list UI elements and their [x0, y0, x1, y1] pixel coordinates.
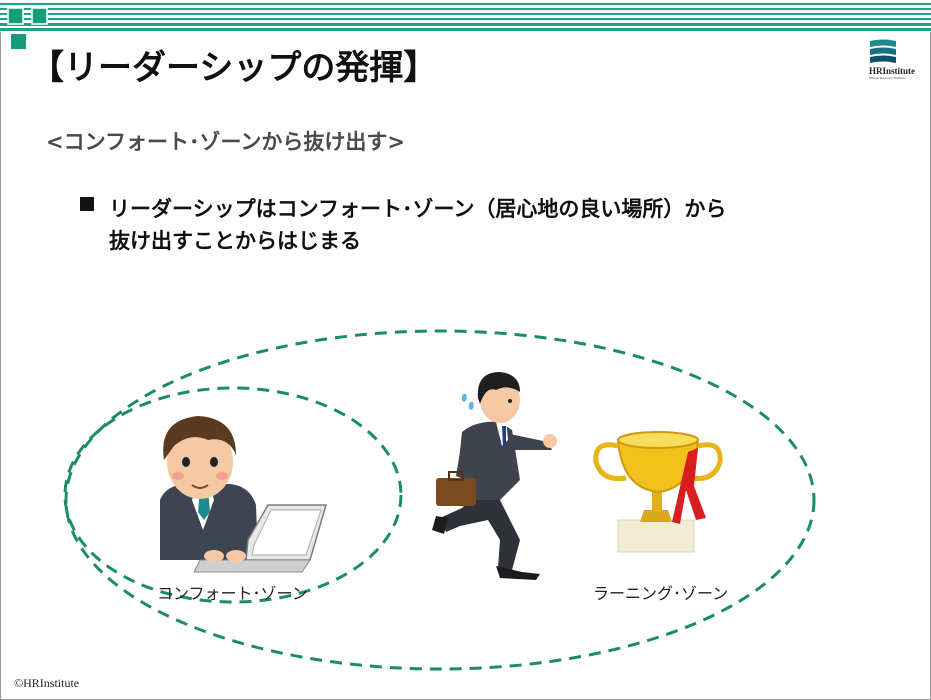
bullet-text: リーダーシップはコンフォート･ゾーン（居心地の良い場所）から 抜け出すことからは…: [109, 193, 726, 257]
header-accent-square: [11, 34, 26, 49]
copyright: ©HRInstitute: [14, 676, 80, 690]
logo-tagline: Human Resource Institute: [869, 76, 906, 80]
comfort-zone-label: コンフォート･ゾーン: [157, 584, 308, 603]
hrinstitute-logo-icon: [866, 38, 920, 80]
comfort-zone-ellipse: [63, 386, 403, 604]
header-stripes: [0, 0, 931, 32]
slide-subtitle: <コンフォート･ゾーンから抜け出す>: [46, 130, 406, 154]
slide-title: 【リーダーシップの発揮】: [30, 48, 438, 88]
logo-name: HRInstitute: [869, 66, 916, 76]
running-businessman-icon: [432, 372, 557, 580]
bullet-line-1: リーダーシップはコンフォート･ゾーン（居心地の良い場所）から: [109, 197, 727, 221]
bullet-line-2: 抜け出すことからはじまる: [109, 229, 361, 253]
learning-zone-label: ラーニング･ゾーン: [593, 584, 729, 603]
office-worker-laptop-icon: [160, 416, 327, 573]
trophy-icon: [593, 431, 723, 553]
bullet-square: [80, 197, 94, 211]
